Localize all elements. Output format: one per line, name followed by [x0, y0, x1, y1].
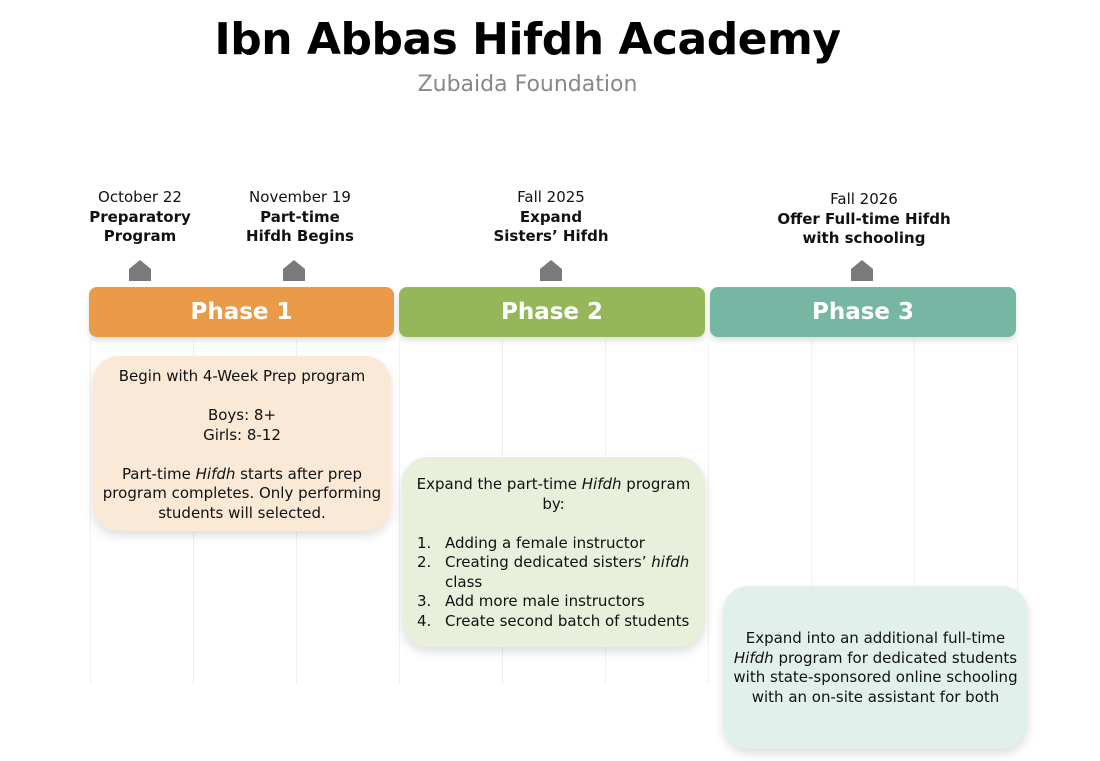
milestone-marker-icon: [851, 260, 873, 281]
gridline: [1017, 340, 1018, 685]
card-text: with an on-site assistant for both: [751, 687, 1000, 706]
gridline: [811, 340, 812, 685]
milestone-marker-icon: [283, 260, 305, 281]
card-text: Begin with 4-Week Prep program: [118, 367, 366, 385]
list-item: 1.Adding a female instructor: [417, 533, 645, 552]
phase-label: Phase 2: [500, 299, 604, 325]
gridline: [708, 340, 709, 685]
phase-label: Phase 1: [190, 299, 293, 325]
card-text: Expand into an additional full-time: [745, 629, 1006, 647]
phase-2-card: Expand the part-time Hifdh program by: 1…: [402, 457, 705, 647]
milestone-name: with schooling: [802, 229, 926, 247]
milestone-marker-icon: [540, 260, 562, 281]
phase-1-bar: Phase 1: [89, 287, 394, 337]
milestone-name: Part-time: [260, 207, 340, 226]
card-text: program completes. Only performing: [102, 484, 382, 502]
card-text: students will selected.: [158, 503, 326, 522]
gridline: [914, 340, 915, 685]
gridline: [399, 340, 400, 685]
milestone-name: Sisters’ Hifdh: [493, 227, 609, 245]
card-text: Hifdh program for dedicated students: [733, 648, 1018, 667]
phase-1-card: Begin with 4-Week Prep program Boys: 8+ …: [93, 356, 391, 531]
milestone-marker-icon: [129, 260, 151, 281]
expansion-list: 1.Adding a female instructor 2.Creating …: [402, 534, 705, 632]
phase-3-card: Expand into an additional full-time Hifd…: [723, 586, 1028, 749]
page-subtitle: Zubaida Foundation: [417, 72, 638, 97]
phase-2-bar: Phase 2: [399, 287, 705, 337]
list-item: 3.Add more male instructors: [417, 592, 645, 610]
milestone-expand-sisters-hifdh: Fall 2025 Expand Sisters’ Hifdh: [493, 188, 608, 247]
card-text: with state-sponsored online schooling: [733, 668, 1018, 686]
milestone-name: Program: [103, 227, 177, 245]
card-text: Boys: 8+: [207, 406, 277, 424]
list-item: 4.Create second batch of students: [417, 611, 690, 630]
milestone-full-time-hifdh: Fall 2026 Offer Full-time Hifdh with sch…: [777, 190, 950, 249]
milestone-date: November 19: [249, 188, 351, 206]
gridline: [90, 340, 91, 685]
milestone-date: Fall 2026: [830, 190, 898, 208]
card-text: Part-time Hifdh starts after prep: [121, 464, 363, 483]
milestone-name: Preparatory: [89, 207, 191, 226]
phase-3-bar: Phase 3: [710, 287, 1016, 337]
card-text: Girls: 8-12: [203, 425, 281, 444]
milestone-part-time-hifdh: November 19 Part-time Hifdh Begins: [246, 188, 354, 247]
card-text: Expand the part-time Hifdh program: [416, 475, 691, 493]
phase-label: Phase 3: [811, 299, 915, 325]
milestone-preparatory-program: October 22 Preparatory Program: [89, 188, 191, 247]
milestone-name: Expand: [519, 207, 583, 226]
milestone-date: October 22: [98, 188, 182, 206]
milestone-name: Hifdh Begins: [246, 227, 354, 245]
milestone-date: Fall 2025: [517, 188, 585, 206]
page-title: Ibn Abbas Hifdh Academy: [214, 14, 841, 65]
card-text: by:: [542, 494, 565, 513]
milestone-name: Offer Full-time Hifdh: [777, 209, 951, 228]
